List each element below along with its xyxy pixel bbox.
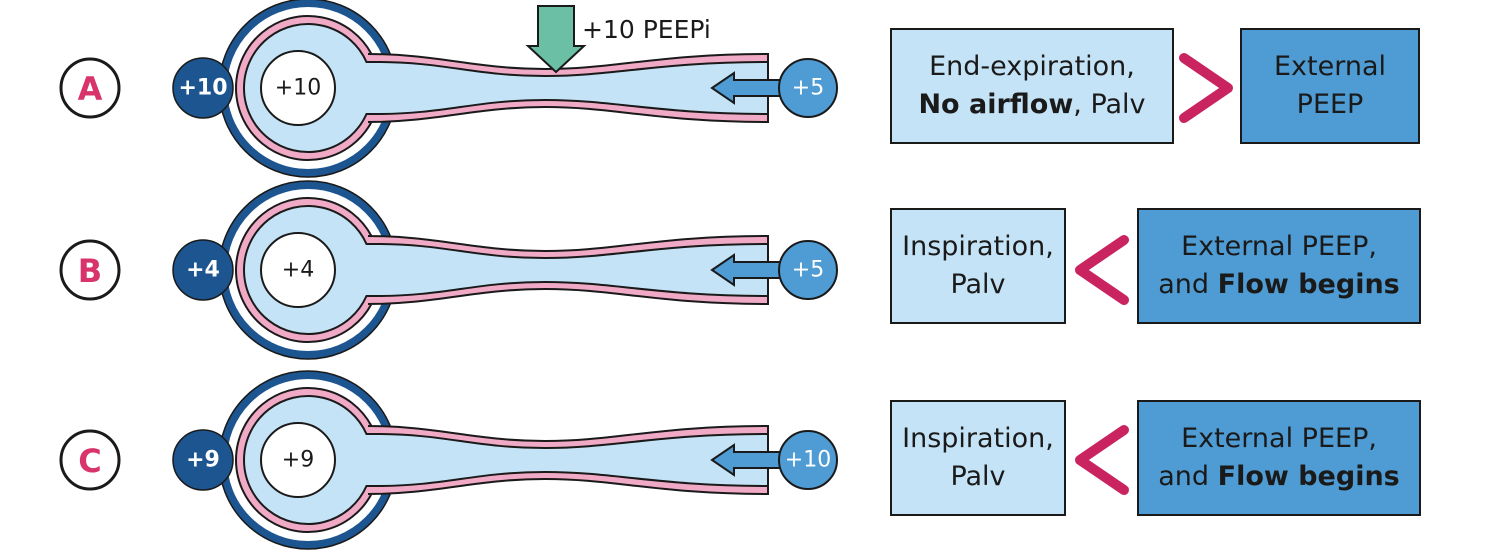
row-b-pleural-pressure: +4 [186, 258, 220, 283]
row-b-pleural-badge [172, 239, 234, 301]
row-b-alveolus [260, 232, 336, 308]
row-c-airway-lumen [243, 395, 769, 525]
row-b-less-than-icon [1075, 235, 1129, 305]
row-c-ventilator-badge [778, 430, 838, 490]
row-b-right-line1: External PEEP, [1181, 231, 1377, 262]
peepi-arrow-icon [525, 5, 587, 74]
row-b-letter-badge [59, 239, 121, 301]
row-b-left-line2: Palv [950, 269, 1006, 300]
row-c-letter: C [78, 442, 101, 480]
row-a-alveolar-pressure: +10 [275, 76, 321, 101]
row-c-right-line1: External PEEP, [1181, 423, 1377, 454]
row-b-right-box: External PEEP, and Flow begins [1137, 208, 1421, 324]
row-b-right-prefix: and [1158, 269, 1218, 300]
row-a-left-line2: No airflow, Palv [918, 86, 1145, 124]
row-a-right-line2: PEEP [1296, 89, 1364, 120]
row-b-left-box: Inspiration, Palv [890, 208, 1066, 324]
row-c-pleural-pressure: +9 [186, 448, 220, 473]
row-a-left-line1: End-expiration, [929, 51, 1135, 82]
row-c-left-line2: Palv [950, 461, 1006, 492]
row-b-alveolar-pressure: +4 [282, 258, 314, 283]
row-a-illustration: +10 +10 A +5 [59, 0, 1233, 178]
row-a-right-line1: External [1273, 51, 1387, 82]
row-c-less-than-icon [1075, 425, 1129, 495]
row-a-right-box: External PEEP [1240, 28, 1420, 144]
row-a-pleural-badge [172, 57, 234, 119]
row-c-left-box: Inspiration, Palv [890, 400, 1066, 516]
peepi-arrow: +10 PEEPi [525, 5, 711, 74]
row-a-left-bold: No airflow [918, 89, 1074, 120]
row-c-pleural-badge [172, 429, 234, 491]
row-a-greater-than-icon [1179, 53, 1233, 123]
row-b-right-line2: and Flow begins [1158, 266, 1400, 304]
row-b-right-bold: Flow begins [1217, 269, 1400, 300]
row-c-alveolus [260, 422, 336, 498]
row-c-illustration: +9 +9 C +10 [59, 370, 1129, 550]
row-b-letter: B [78, 252, 102, 290]
row-c-left-line1: Inspiration, [902, 423, 1054, 454]
row-a-pleural-pressure: +10 [178, 76, 227, 101]
row-b-ventilator-badge [778, 240, 838, 300]
row-c-right-prefix: and [1158, 461, 1218, 492]
row-b-illustration: +4 +4 B +5 [59, 180, 1129, 360]
row-b-ventilator-pressure: +5 [792, 258, 824, 283]
row-b-airway-lumen [243, 205, 769, 335]
row-a-left-box: End-expiration, No airflow, Palv [890, 28, 1174, 144]
row-c-right-line2: and Flow begins [1158, 458, 1400, 496]
row-a-left-rest: , Palv [1073, 89, 1146, 120]
peepi-label: +10 PEEPi [582, 15, 711, 44]
row-c-right-bold: Flow begins [1217, 461, 1400, 492]
row-b-left-line1: Inspiration, [902, 231, 1054, 262]
row-a-alveolus [260, 50, 336, 126]
row-a-ventilator-badge [778, 58, 838, 118]
row-a-ventilator-pressure: +5 [792, 76, 824, 101]
row-a-letter: A [78, 70, 103, 108]
row-c-ventilator-pressure: +10 [785, 448, 831, 473]
row-c-alveolar-pressure: +9 [282, 448, 314, 473]
row-a-letter-badge [59, 57, 121, 119]
row-c-right-box: External PEEP, and Flow begins [1137, 400, 1421, 516]
row-c-letter-badge [59, 429, 121, 491]
row-a-airway-lumen [243, 23, 769, 153]
